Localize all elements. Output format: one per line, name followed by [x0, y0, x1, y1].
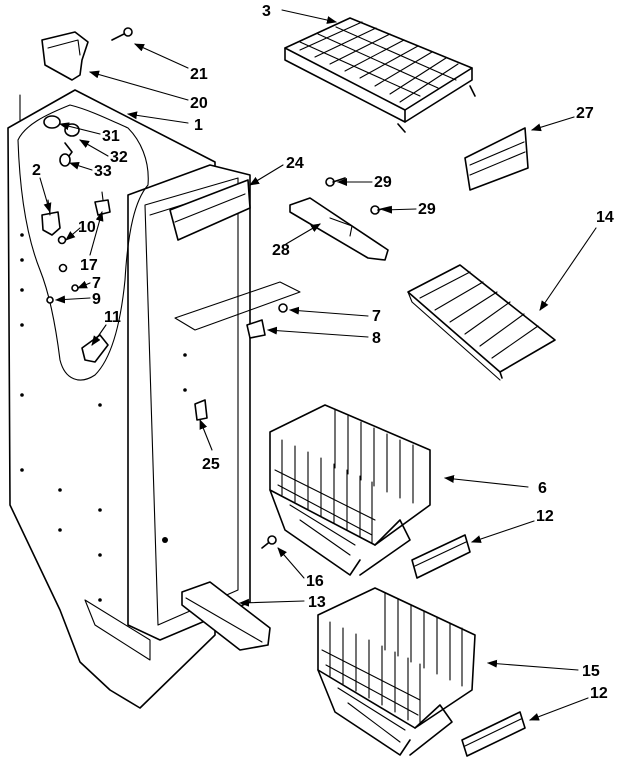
callout-1: 1	[194, 117, 203, 134]
callout-21: 21	[190, 66, 208, 83]
callout-16: 16	[306, 573, 324, 590]
callout-14: 14	[596, 209, 614, 226]
callout-15: 15	[582, 663, 600, 680]
callout-7-left: 7	[92, 275, 101, 292]
callout-7-right: 7	[372, 308, 381, 325]
leader-lines	[39, 9, 597, 721]
basket-handle-lower	[461, 711, 526, 757]
callout-17: 17	[80, 257, 98, 274]
rail-cover	[464, 127, 529, 191]
lower-basket	[317, 587, 476, 756]
callout-12-lower: 12	[590, 685, 608, 702]
wire-shelf-small	[407, 264, 556, 381]
callout-29-upper: 29	[374, 174, 392, 191]
callout-12-upper: 12	[536, 508, 554, 525]
callout-labels: 3 21 20 1 31 32 33 2 10 17 7 9 11 24 29 …	[32, 3, 614, 702]
lower-trim	[181, 535, 277, 651]
callout-6: 6	[538, 480, 547, 497]
callout-28: 28	[272, 242, 290, 259]
callout-9: 9	[92, 291, 101, 308]
callout-29-lower: 29	[418, 201, 436, 218]
callout-3: 3	[262, 3, 271, 20]
wire-shelf-top	[284, 17, 476, 133]
shelf-bracket-hardware	[246, 303, 288, 339]
callout-13: 13	[308, 594, 326, 611]
freezer-liner	[7, 89, 301, 709]
light-shield	[169, 179, 251, 241]
callout-8: 8	[372, 330, 381, 347]
upper-basket	[269, 404, 431, 576]
callout-2: 2	[32, 162, 41, 179]
callout-33: 33	[94, 163, 112, 180]
callout-27: 27	[576, 105, 594, 122]
callout-20: 20	[190, 95, 208, 112]
callout-24: 24	[286, 155, 304, 172]
basket-handle-upper	[411, 534, 471, 579]
top-bracket	[41, 27, 133, 81]
callout-31: 31	[102, 128, 120, 145]
callout-32: 32	[110, 149, 128, 166]
callout-10: 10	[78, 219, 96, 236]
callout-11: 11	[104, 309, 121, 326]
callout-25: 25	[202, 456, 220, 473]
